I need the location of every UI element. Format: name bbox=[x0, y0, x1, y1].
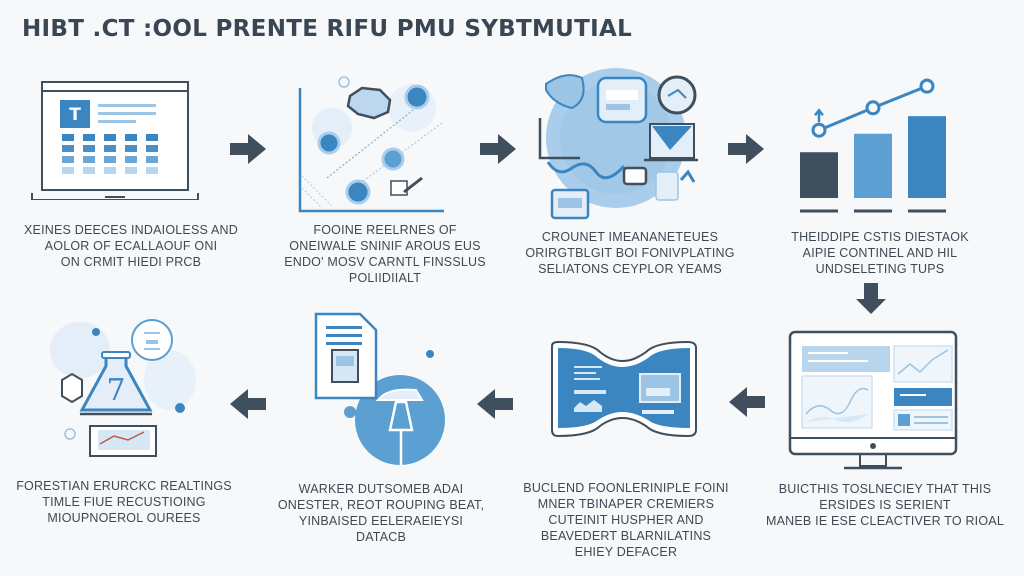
step-3-illustration bbox=[536, 60, 706, 220]
dashboard-tile bbox=[104, 156, 116, 163]
flask-label: 7 bbox=[106, 373, 125, 408]
arrow-left-icon bbox=[477, 389, 513, 419]
flow-arrow-right bbox=[228, 132, 268, 166]
flow-arrow-left bbox=[228, 387, 268, 421]
trend-point bbox=[919, 78, 935, 94]
flow-arrow-left bbox=[727, 385, 767, 419]
dashboard-tile bbox=[62, 167, 74, 174]
growth-bar bbox=[908, 116, 946, 198]
trend-point bbox=[865, 100, 881, 116]
page-title: HIBT .CT :OOL PRENTE RIFU PMU SYBTMUTIAL bbox=[22, 16, 633, 42]
step-4-caption: THEIDDIPE CSTIS DIESTAOK AIPIE CONTINEL … bbox=[791, 230, 969, 276]
dashboard-tile bbox=[125, 167, 137, 174]
step-8-illustration: 7 bbox=[40, 310, 200, 460]
flow-arrow-right bbox=[726, 132, 766, 166]
dashboard-tile bbox=[83, 167, 95, 174]
dashboard-tile bbox=[62, 145, 74, 152]
scatter-plot-icon bbox=[298, 76, 444, 213]
dashboard-tile bbox=[62, 134, 74, 141]
step-7-illustration bbox=[312, 310, 462, 470]
step-2-illustration bbox=[292, 68, 452, 218]
curved-display-icon bbox=[551, 340, 697, 438]
laptop-dashboard-icon: T bbox=[31, 81, 199, 200]
step-2-caption: FOOINE REELRNES OF ONEIWALE SNINIF AROUS… bbox=[284, 223, 486, 285]
badge-letter: T bbox=[69, 105, 81, 125]
dashboard-tile bbox=[62, 156, 74, 163]
step-8-caption: FORESTIAN ERURCKC REALTINGS TIMLE FIUE R… bbox=[16, 479, 232, 525]
dashboard-tile bbox=[104, 145, 116, 152]
growth-bar bbox=[800, 152, 838, 198]
dashboard-tile bbox=[125, 156, 137, 163]
up-arrow-icon bbox=[814, 108, 824, 123]
dashboard-tile bbox=[146, 145, 158, 152]
step-6-caption: BUCLEND FOONLERINIPLE FOINI MNER TBINAPE… bbox=[523, 481, 729, 559]
step-7-caption: WARKER DUTSOMEB ADAI ONESTER, REOT ROUPI… bbox=[277, 482, 485, 544]
step-6-illustration bbox=[550, 340, 700, 440]
lab-flask-icon: 7 bbox=[50, 319, 196, 457]
arrow-left-icon bbox=[230, 389, 266, 419]
monitor-dashboard-icon bbox=[788, 330, 958, 470]
dashboard-tile bbox=[104, 134, 116, 141]
dashboard-tile bbox=[146, 156, 158, 163]
dashboard-tile bbox=[83, 134, 95, 141]
step-5-caption: BUICTHIS TOSLNECIEY THAT THIS ERSIDES IS… bbox=[766, 482, 1004, 528]
dashboard-tile bbox=[83, 156, 95, 163]
dashboard-tile bbox=[125, 145, 137, 152]
dashboard-tile bbox=[146, 167, 158, 174]
step-1-caption: XEINES DEECES INDAIOLESS AND AOLOR OF EC… bbox=[24, 223, 238, 269]
flow-arrow-left bbox=[475, 387, 515, 421]
arrow-left-icon bbox=[729, 387, 765, 417]
flow-arrow-down bbox=[855, 281, 887, 315]
step-5-illustration bbox=[788, 330, 958, 470]
dashboard-tile bbox=[104, 167, 116, 174]
step-4-illustration bbox=[790, 78, 960, 218]
flow-arrow-right bbox=[478, 132, 518, 166]
document-lamp-icon bbox=[314, 312, 445, 466]
dashboard-tile bbox=[83, 145, 95, 152]
dashboard-tile bbox=[125, 134, 137, 141]
trend-point bbox=[811, 122, 827, 138]
growth-bar bbox=[854, 133, 892, 198]
arrow-right-icon bbox=[480, 134, 516, 164]
step-1-illustration: T bbox=[30, 80, 200, 200]
growth-bar-chart-icon bbox=[800, 78, 946, 213]
arrow-down-icon bbox=[856, 283, 886, 314]
step-3-caption: CROUNET IMEANANETEUES ORIRGTBLGIT BOI FO… bbox=[525, 230, 735, 276]
arrow-right-icon bbox=[230, 134, 266, 164]
data-integration-circle-icon bbox=[538, 68, 698, 220]
dashboard-tile bbox=[146, 134, 158, 141]
arrow-right-icon bbox=[728, 134, 764, 164]
